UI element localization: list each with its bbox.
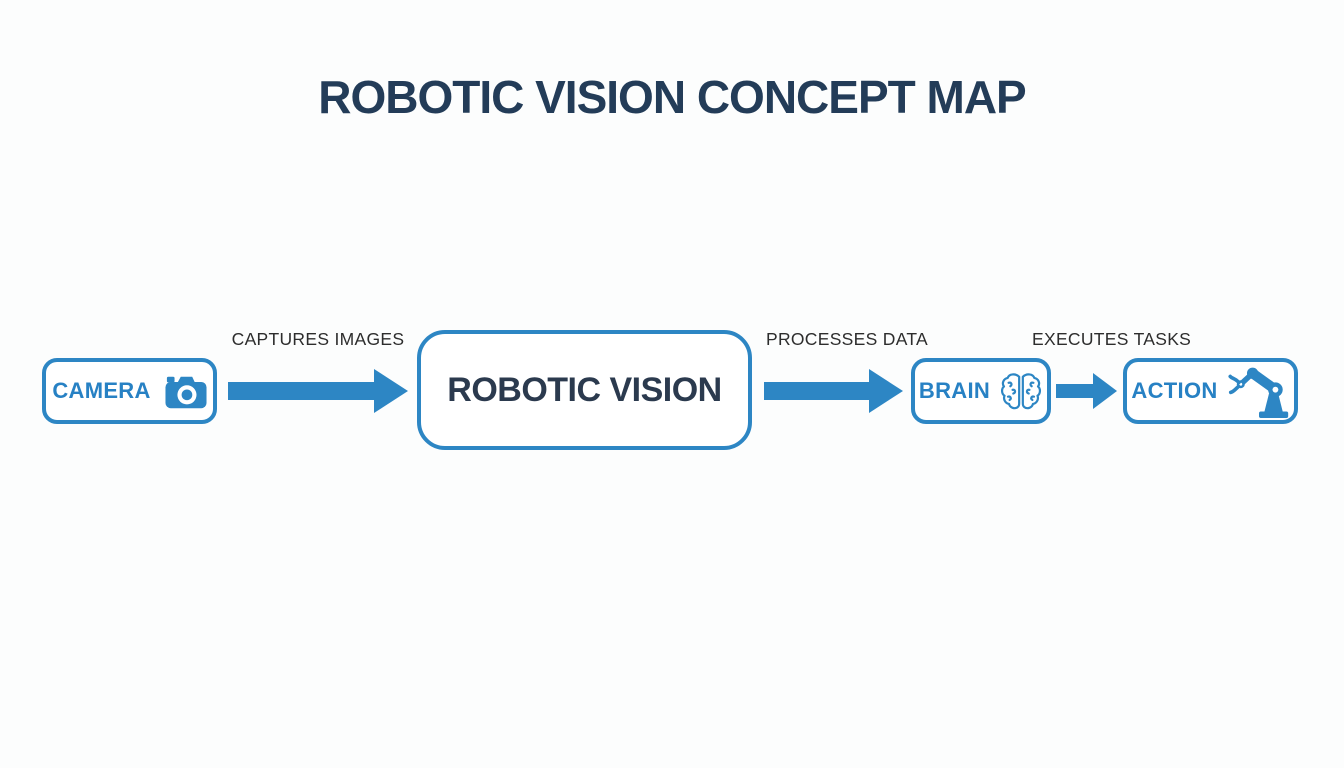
- arrow-right-icon: [228, 369, 408, 413]
- node-robotic-vision-label: ROBOTIC VISION: [447, 370, 722, 409]
- edge-label-captures-images: CAPTURES IMAGES: [231, 329, 405, 349]
- arrow-right-icon: [764, 369, 903, 413]
- node-action-label: ACTION: [1131, 378, 1218, 403]
- brain-icon: [999, 371, 1043, 412]
- node-robotic-vision: ROBOTIC VISION: [417, 330, 752, 450]
- node-camera-label: CAMERA: [52, 378, 151, 403]
- edge-label-processes-data: PROCESSES DATA: [765, 329, 929, 349]
- node-action: ACTION: [1123, 358, 1298, 424]
- edge-label-executes-tasks: EXECUTES TASKS: [1032, 329, 1192, 349]
- camera-icon: [165, 374, 207, 409]
- node-brain: BRAIN: [911, 358, 1051, 424]
- node-brain-label: BRAIN: [918, 378, 991, 403]
- page-title: ROBOTIC VISION CONCEPT MAP: [318, 71, 1026, 123]
- node-camera: CAMERA: [42, 358, 217, 424]
- robot-arm-icon: [1228, 363, 1290, 420]
- arrow-right-icon: [1056, 373, 1117, 409]
